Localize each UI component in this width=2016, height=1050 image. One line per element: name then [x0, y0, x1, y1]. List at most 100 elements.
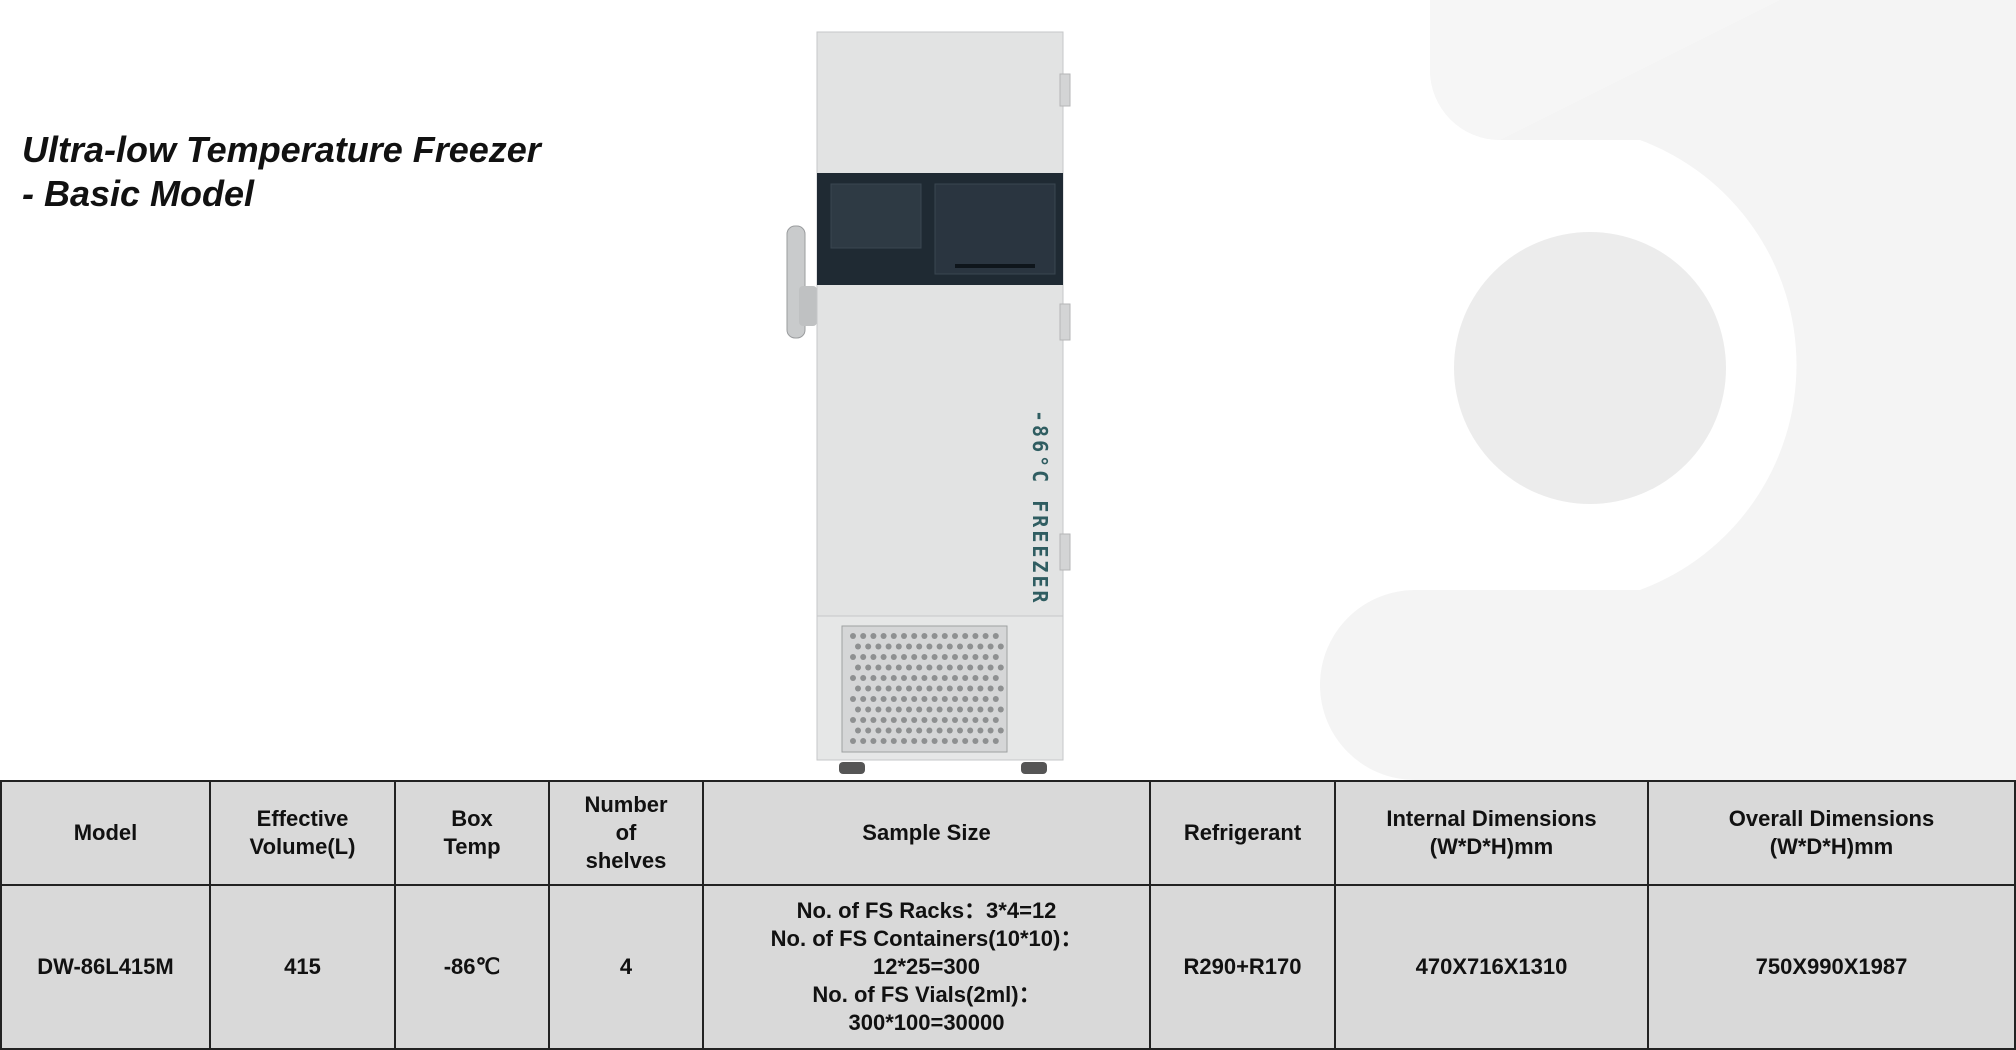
vent-hole — [911, 717, 918, 723]
title-line-2: - Basic Model — [22, 173, 255, 214]
spec-table: Model Effective Volume(L) Box Temp Numbe… — [0, 780, 2016, 1050]
vent-hole — [850, 675, 856, 681]
vent-hole — [921, 633, 928, 639]
vent-hole — [860, 675, 867, 681]
freezer-image: -86°C FREEZER — [786, 31, 1071, 774]
header-model: Model — [0, 780, 211, 886]
cell-internal-dimensions: 470X716X1310 — [1334, 884, 1649, 1050]
vent-hole — [952, 738, 958, 744]
vent-hole — [890, 633, 897, 639]
vent-hole — [926, 685, 933, 692]
vent-hole — [967, 664, 974, 671]
freezer-side-label: -86°C FREEZER — [1028, 410, 1052, 606]
vent-hole — [987, 643, 994, 650]
cell-sample-size: No. of FS Racks：3*4=12 No. of FS Contain… — [702, 884, 1151, 1050]
vent-hole — [972, 696, 979, 702]
vent-hole — [890, 738, 897, 744]
vent-hole — [962, 633, 969, 639]
vent-hole — [911, 738, 918, 744]
vent-hole — [901, 675, 907, 681]
vent-hole — [962, 654, 969, 660]
vent-hole — [916, 706, 923, 713]
vent-hole — [997, 706, 1004, 713]
vent-hole — [992, 738, 999, 744]
vent-hole — [926, 727, 933, 734]
vent-hole — [972, 738, 979, 744]
vent-hole — [880, 717, 887, 723]
vent-hole — [850, 696, 856, 702]
vent-hole — [962, 738, 969, 744]
vent-hole — [850, 738, 856, 744]
vent-hole — [962, 675, 969, 681]
vent-hole — [901, 654, 907, 660]
vent-hole — [890, 654, 897, 660]
vent-hole — [957, 685, 963, 692]
vent-hole — [906, 685, 912, 692]
vent-hole — [957, 664, 963, 671]
header-number-of-shelves: Number of shelves — [548, 780, 704, 886]
vent-hole — [931, 696, 938, 702]
vent-hole — [901, 738, 907, 744]
vent-hole — [921, 675, 928, 681]
vent-hole — [992, 717, 999, 723]
vent-hole — [936, 706, 943, 713]
vent-hole — [992, 696, 999, 702]
vent-hole — [921, 654, 928, 660]
vent-hole — [987, 664, 994, 671]
vent-hole — [982, 696, 989, 702]
vent-hole — [860, 696, 867, 702]
vent-hole — [880, 633, 887, 639]
vent-hole — [972, 717, 979, 723]
vent-grille — [850, 633, 1004, 744]
vent-hole — [952, 696, 958, 702]
vent-hole — [987, 685, 994, 692]
vent-hole — [977, 685, 984, 692]
vent-hole — [860, 633, 867, 639]
vent-hole — [936, 664, 943, 671]
vent-hole — [952, 675, 958, 681]
vent-hole — [860, 654, 867, 660]
vent-hole — [982, 738, 989, 744]
vent-hole — [982, 654, 989, 660]
vent-hole — [906, 706, 912, 713]
vent-hole — [860, 738, 867, 744]
vent-hole — [870, 738, 877, 744]
vent-hole — [875, 706, 882, 713]
vent-hole — [941, 654, 948, 660]
vent-hole — [926, 643, 933, 650]
title-line-1: Ultra-low Temperature Freezer — [22, 129, 541, 170]
vent-hole — [952, 717, 958, 723]
header-box-temp: Box Temp — [394, 780, 550, 886]
vent-hole — [911, 675, 918, 681]
vent-hole — [865, 727, 872, 734]
vent-hole — [875, 685, 882, 692]
vent-hole — [895, 643, 902, 650]
vent-hole — [931, 654, 938, 660]
vent-hole — [911, 696, 918, 702]
vent-hole — [952, 654, 958, 660]
vent-hole — [870, 633, 877, 639]
vent-hole — [946, 664, 953, 671]
vent-hole — [860, 717, 867, 723]
vent-hole — [855, 706, 861, 713]
vent-hole — [982, 717, 989, 723]
vent-hole — [901, 633, 907, 639]
vent-hole — [931, 717, 938, 723]
page-title: Ultra-low Temperature Freezer - Basic Mo… — [22, 128, 541, 216]
vent-hole — [962, 696, 969, 702]
cell-refrigerant: R290+R170 — [1149, 884, 1336, 1050]
vent-hole — [916, 727, 923, 734]
vent-hole — [946, 706, 953, 713]
vent-hole — [916, 664, 923, 671]
vent-hole — [997, 727, 1004, 734]
vent-hole — [865, 643, 872, 650]
vent-hole — [921, 717, 928, 723]
vent-hole — [946, 643, 953, 650]
vent-hole — [911, 654, 918, 660]
vent-hole — [967, 685, 974, 692]
vent-hole — [850, 654, 856, 660]
vent-hole — [941, 633, 948, 639]
vent-hole — [997, 685, 1004, 692]
vent-hole — [855, 685, 861, 692]
